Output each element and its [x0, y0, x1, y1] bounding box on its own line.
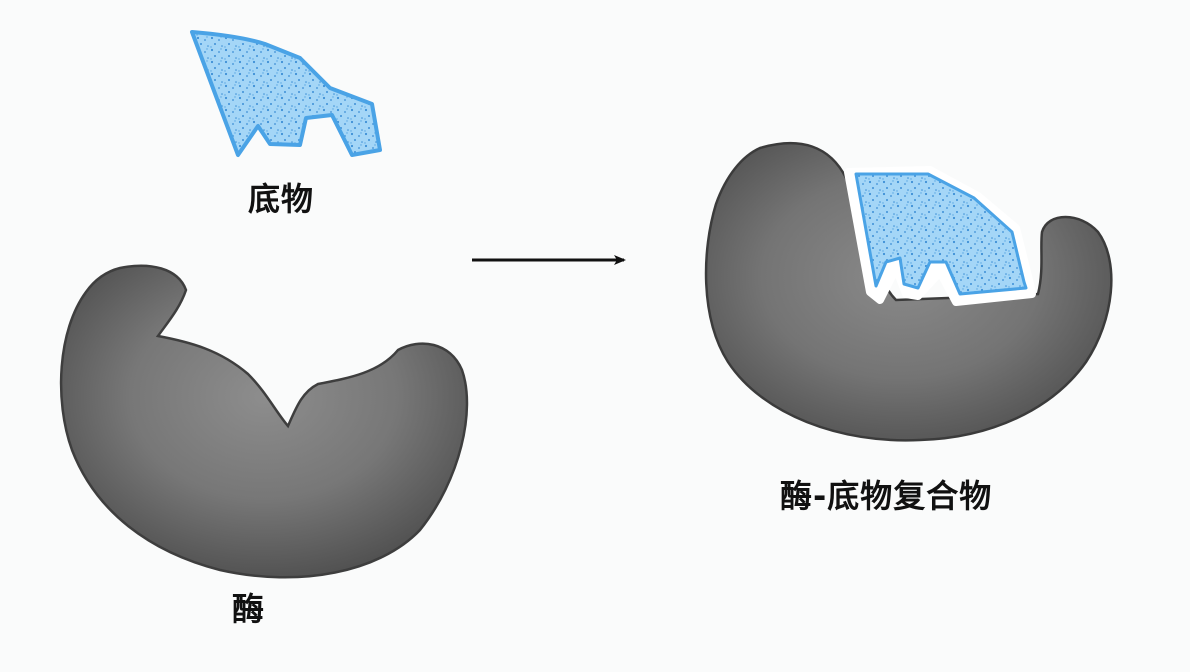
- enzyme-label: 酶: [232, 590, 265, 628]
- complex-label: 酶-底物复合物: [780, 477, 993, 515]
- bound-substrate-shape: [854, 172, 1028, 296]
- substrate-shape: [190, 30, 382, 157]
- substrate-label: 底物: [248, 180, 315, 218]
- enzyme-shape: [59, 264, 469, 579]
